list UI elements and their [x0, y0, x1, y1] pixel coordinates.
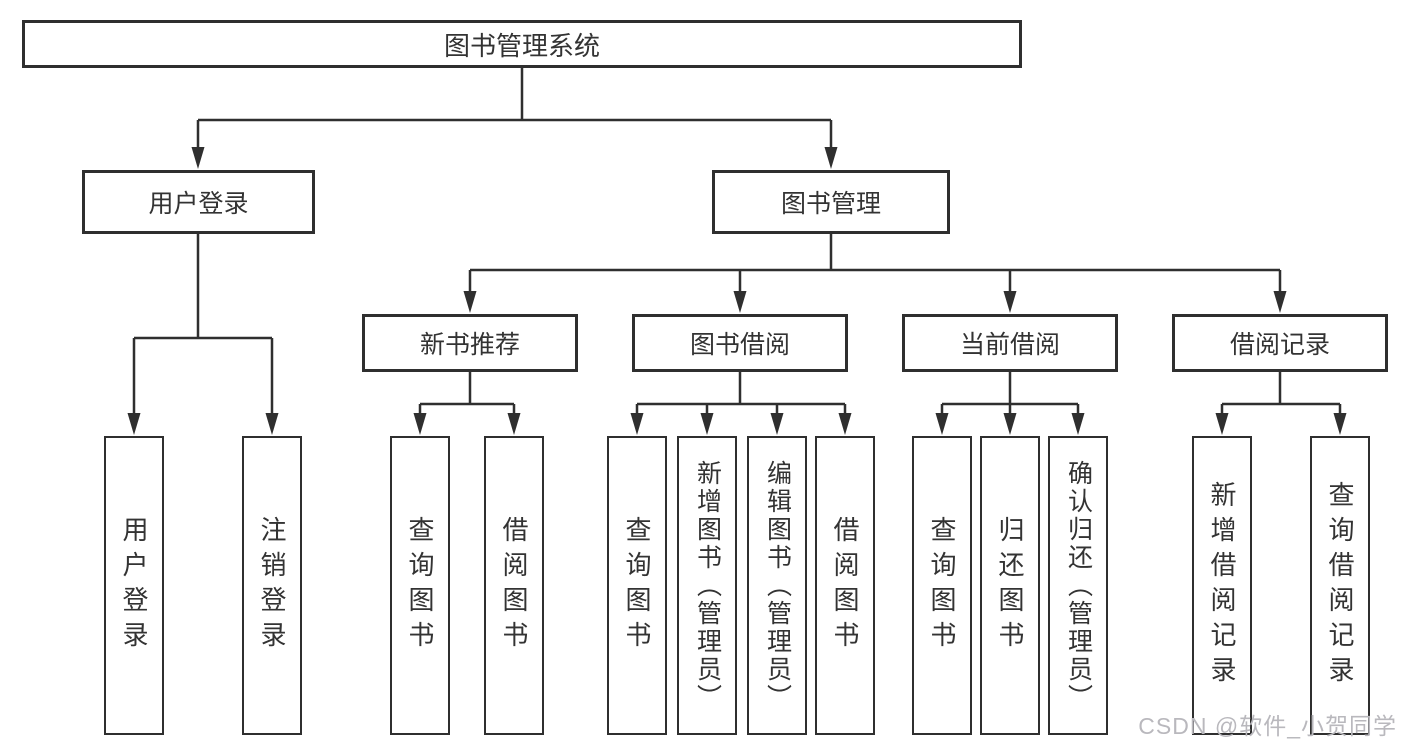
- node-add-books-admin: 新增图书（管理员）: [677, 436, 737, 735]
- node-return-books: 归还图书: [980, 436, 1040, 735]
- node-label: 图书借阅: [689, 331, 790, 359]
- node-label: 图书管理: [780, 190, 881, 218]
- node-current-borrowing: 当前借阅: [902, 314, 1118, 372]
- node-label: 新增图书（管理员）: [693, 459, 722, 712]
- node-label: 查询图书: [405, 515, 435, 656]
- node-confirm-return-admin: 确认归还（管理员）: [1048, 436, 1108, 735]
- node-borrowing-records: 借阅记录: [1172, 314, 1388, 372]
- node-label: 借阅图书: [830, 515, 860, 656]
- node-book-borrowing: 图书借阅: [632, 314, 848, 372]
- node-logout: 注销登录: [242, 436, 302, 735]
- node-label: 查询图书: [927, 515, 957, 656]
- node-query-borrow-record: 查询借阅记录: [1310, 436, 1370, 735]
- node-label: 查询图书: [622, 515, 652, 656]
- node-label: 新增借阅记录: [1207, 480, 1237, 691]
- node-label: 确认归还（管理员）: [1064, 459, 1093, 712]
- node-user-login: 用户登录: [82, 170, 315, 234]
- node-label: 图书管理系统: [443, 30, 600, 61]
- node-library-management-system: 图书管理系统: [22, 20, 1022, 68]
- node-query-books-borrowing: 查询图书: [607, 436, 667, 735]
- node-add-borrow-record: 新增借阅记录: [1192, 436, 1252, 735]
- node-new-book-recommendation: 新书推荐: [362, 314, 578, 372]
- node-query-books-recommend: 查询图书: [390, 436, 450, 735]
- node-label: 编辑图书（管理员）: [763, 459, 792, 712]
- node-label: 当前借阅: [959, 331, 1060, 359]
- node-label: 借阅图书: [499, 515, 529, 656]
- node-query-books-current: 查询图书: [912, 436, 972, 735]
- node-borrow-books-recommend: 借阅图书: [484, 436, 544, 735]
- node-label: 用户登录: [148, 190, 249, 218]
- node-label: 借阅记录: [1229, 331, 1330, 359]
- csdn-watermark: CSDN @软件_小贺同学: [1138, 713, 1397, 739]
- node-book-management: 图书管理: [712, 170, 950, 234]
- arrowheads: [127, 147, 1347, 435]
- node-user-login-leaf: 用户登录: [104, 436, 164, 735]
- node-borrow-books: 借阅图书: [815, 436, 875, 735]
- node-label: 注销登录: [257, 515, 287, 656]
- node-label: 新书推荐: [419, 331, 520, 359]
- node-label: 归还图书: [995, 515, 1025, 656]
- node-edit-books-admin: 编辑图书（管理员）: [747, 436, 807, 735]
- node-label: 查询借阅记录: [1325, 480, 1355, 691]
- node-label: 用户登录: [119, 515, 149, 656]
